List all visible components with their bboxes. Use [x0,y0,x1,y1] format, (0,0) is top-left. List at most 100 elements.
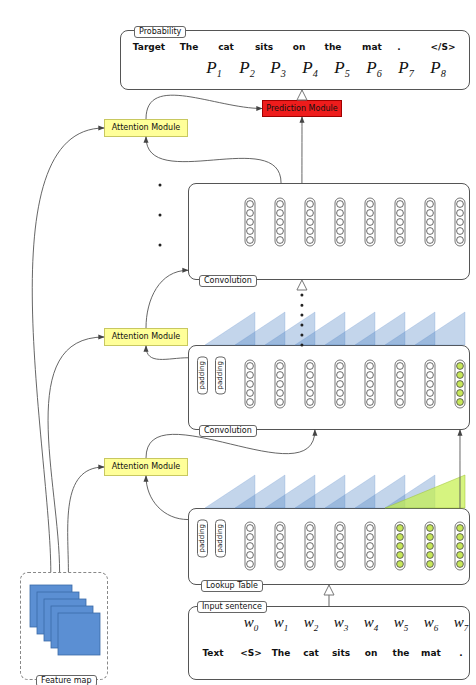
input-word: the [393,649,410,658]
padding-label: padding [215,356,226,394]
ellipsis-dots [159,184,162,247]
target-word: cat [218,43,234,52]
padding-label: padding [215,519,226,557]
kernel-triangle [355,475,405,508]
module-label: Prediction Module [263,101,341,116]
probability-box: ProbabilityTargetThecatsitsonthemat.</S>… [120,30,470,90]
target-word: </S> [431,43,456,52]
module-label: Attention Module [105,120,187,136]
target-word: The [180,43,199,52]
kernel-triangle [235,475,285,508]
input-word: cat [303,649,319,658]
kernel-triangle [295,312,345,345]
word-symbol: w1 [274,615,289,633]
kernel-triangle [325,475,375,508]
ellipsis-dot [159,244,162,247]
probability-symbol: P5 [334,59,349,80]
subscript: 3 [281,68,286,79]
connector [68,467,104,572]
probability-symbol: P2 [239,59,254,80]
attention-module: Attention Module [104,328,188,346]
connector [459,430,460,508]
module-label: Attention Module [105,329,187,345]
connector [146,137,281,183]
kernel-triangle [325,312,375,345]
kernel-triangle [385,475,435,508]
kernel-triangle [205,312,255,345]
input-word: . [459,649,462,658]
subscript: 7 [409,68,414,79]
probability-symbol: P1 [206,59,221,80]
input-word: Text [202,649,223,658]
subscript: 2 [314,623,319,633]
target-word: Target [133,43,165,52]
input-sentence: Input sentencew0w1w2w3w4w5w6w7Text<S>The… [188,606,470,680]
input-word: The [272,649,291,658]
target-word: on [293,43,306,52]
subscript: 1 [217,68,222,79]
convolution-layer: paddingpaddingConvolution [188,345,470,430]
tab-label: Convolution [199,425,257,437]
word-symbol: w7 [454,615,469,633]
connector [32,128,104,572]
module-label: Attention Module [105,459,187,475]
attention-module: Attention Module [104,119,188,137]
connector [48,337,104,572]
target-word: mat [362,43,382,52]
ellipsis-dot [159,184,162,187]
subscript: 4 [374,623,379,633]
padding-label: padding [197,519,208,557]
probability-symbol: P6 [366,59,381,80]
probability-symbol: P7 [398,59,413,80]
feature-map: Feature map [20,572,108,680]
kernel-triangle [235,312,285,345]
tab-label: Convolution [199,275,257,287]
word-symbol: w4 [364,615,379,633]
subscript: 5 [404,623,409,633]
subscript: 2 [250,68,255,79]
probability-symbol: P3 [270,59,285,80]
kernel-triangle [265,312,315,345]
connector [301,117,302,183]
kernel-triangle [205,475,255,508]
probability-symbol: P8 [430,59,445,80]
subscript: 8 [441,68,446,79]
padding-label: padding [197,356,208,394]
input-word: on [365,649,378,658]
word-symbol: w6 [424,615,439,633]
connector [146,476,188,520]
connector [146,270,188,328]
convolution-layer: Convolution [188,183,470,280]
subscript: 7 [464,623,469,633]
kernel-triangle [385,312,435,345]
convolution-triangles [205,312,465,345]
subscript: 6 [434,623,439,633]
tab-label: Lookup Table [201,580,263,592]
word-symbol: w3 [334,615,349,633]
connector [300,280,303,345]
word-symbol: w5 [394,615,409,633]
word-symbol: w2 [304,615,319,633]
ellipsis-dot [159,214,162,217]
kernel-triangle-highlight [385,475,465,508]
lookup-table: paddingpaddingLookup Table [188,508,470,585]
target-word: the [325,43,342,52]
target-word: sits [255,43,273,52]
tab-label: Input sentence [197,601,267,613]
probability-symbol: P4 [302,59,317,80]
tab-label: Probability [134,26,186,38]
input-word: mat [421,649,441,658]
subscript: 6 [377,68,382,79]
kernel-triangle [265,475,315,508]
input-word: <S> [240,649,262,658]
connector [146,95,262,119]
subscript: 3 [344,623,349,633]
kernel-triangle [355,312,405,345]
subscript: 0 [254,623,259,633]
tab-label: Feature map [36,675,97,685]
connector [301,90,302,100]
kernel-triangle [415,312,465,345]
subscript: 1 [284,623,289,633]
connector [328,585,329,606]
